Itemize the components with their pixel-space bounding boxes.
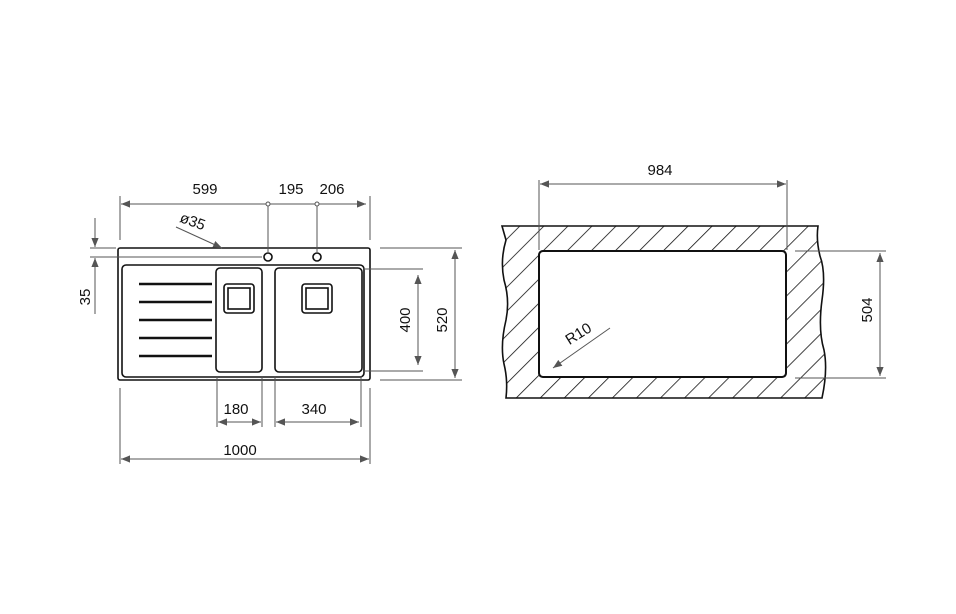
sink-outline <box>117 247 371 381</box>
tap-hole <box>312 252 322 262</box>
large-bowl <box>274 267 363 373</box>
drainboard <box>121 264 365 378</box>
left-dimensions: 599 195 206 ø35 35 400 520 180 340 1000 <box>77 181 462 464</box>
small-bowl-drain <box>223 283 255 314</box>
cutout-opening <box>538 250 787 378</box>
small-bowl <box>215 267 263 373</box>
dim-520: 520 <box>434 307 451 332</box>
large-bowl-drain <box>301 283 333 314</box>
countertop-cutout <box>500 225 827 399</box>
dim-599: 599 <box>192 181 217 198</box>
dim-400: 400 <box>397 307 414 332</box>
tap-hole <box>263 252 273 262</box>
large-bowl-drain-inner <box>305 287 329 310</box>
dim-340: 340 <box>301 401 326 418</box>
dim-206: 206 <box>319 181 344 198</box>
dim-504: 504 <box>859 297 876 322</box>
dim-984: 984 <box>647 162 672 179</box>
dim-hole-diameter: ø35 <box>177 209 207 234</box>
drainboard-grooves <box>139 282 212 358</box>
dim-1000: 1000 <box>223 442 256 459</box>
dim-180: 180 <box>223 401 248 418</box>
small-bowl-drain-inner <box>227 287 251 310</box>
dim-35: 35 <box>77 289 94 306</box>
dim-195: 195 <box>278 181 303 198</box>
sink-top-view <box>117 247 371 381</box>
